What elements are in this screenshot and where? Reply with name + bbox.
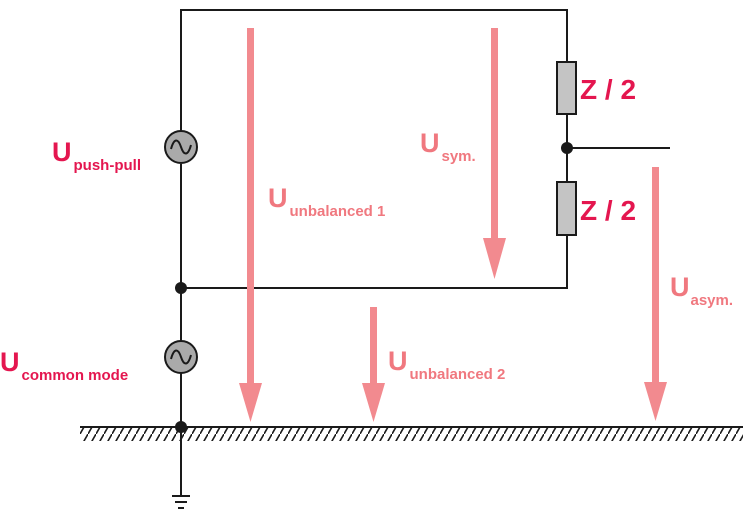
arrow-unbalanced-1 <box>239 28 262 422</box>
voltage-arrows <box>239 28 667 422</box>
resistor-z-bottom <box>556 181 577 236</box>
label-z-bottom: Z / 2 <box>580 195 636 226</box>
wire-return <box>181 235 568 289</box>
ac-source-icon <box>164 130 198 164</box>
junction-dot-center-tap <box>561 142 573 154</box>
resistor-z-top <box>556 61 577 115</box>
arrow-unbalanced-2 <box>362 307 385 422</box>
label-z-top: Z / 2 <box>580 74 636 105</box>
ground-icon <box>172 495 190 509</box>
junction-dot-left <box>175 282 187 294</box>
wire-top-loop <box>180 9 568 141</box>
earth-surface <box>80 426 743 441</box>
label-u-asym: Uasym. <box>670 272 733 309</box>
arrow-sym <box>483 28 506 279</box>
ac-source-icon <box>164 340 198 374</box>
arrow-asym <box>644 167 667 421</box>
